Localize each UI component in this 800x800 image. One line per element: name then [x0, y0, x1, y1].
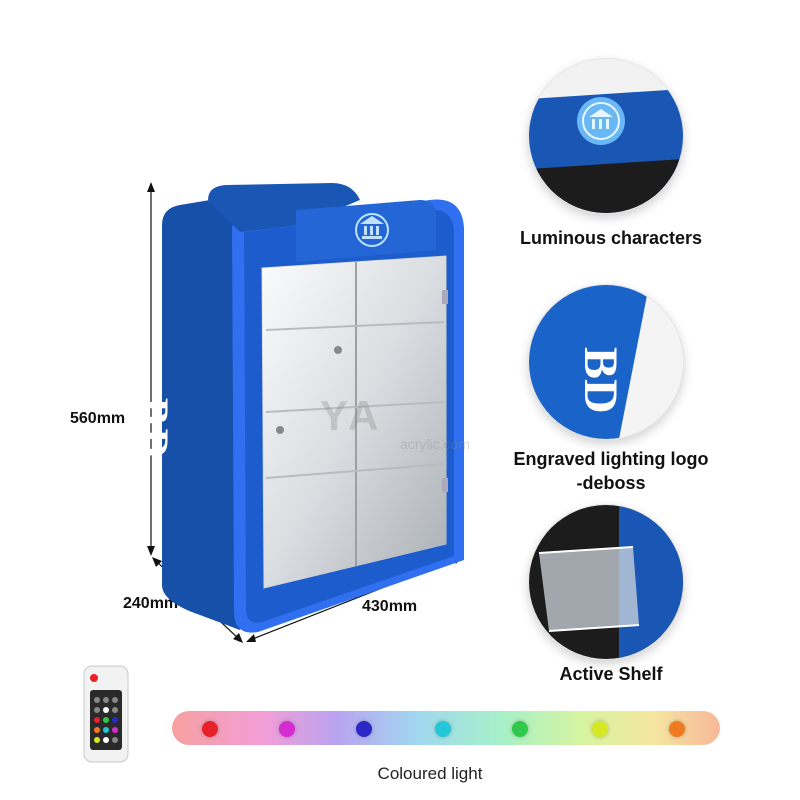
- light-dot-green: [512, 721, 528, 737]
- watermark-sub: acrylic.com: [400, 436, 471, 452]
- light-dot-cyan: [435, 721, 451, 737]
- light-dot-blue: [356, 721, 372, 737]
- engraved-logo-photo: BD: [528, 284, 684, 440]
- depth-label: 240mm: [123, 595, 179, 612]
- bank-logo-icon: [355, 213, 389, 247]
- light-dot-yellow: [592, 721, 608, 737]
- light-dot-orange: [669, 721, 685, 737]
- height-label: 560mm: [70, 410, 126, 427]
- light-dot-magenta: [279, 721, 295, 737]
- cabinet-side-text: BD: [132, 398, 177, 462]
- luminous-characters-photo: [528, 58, 684, 214]
- feature-label-luminous: Luminous characters: [519, 228, 703, 248]
- light-dot-red: [202, 721, 218, 737]
- feature-label-engraved-line1: Engraved lighting logo: [513, 449, 709, 469]
- feature-label-active-shelf: Active Shelf: [559, 664, 663, 684]
- feature-label-engraved-line2: -deboss: [576, 473, 646, 493]
- colour-light-bar: [172, 711, 720, 745]
- remote-control-icon: [83, 665, 129, 763]
- watermark: YA: [320, 392, 383, 439]
- width-label: 430mm: [362, 598, 418, 615]
- active-shelf-photo: [528, 504, 684, 660]
- svg-text:BD: BD: [574, 347, 627, 414]
- feature-label-engraved: Engraved lighting logo -deboss: [491, 447, 731, 495]
- coloured-light-caption: Coloured light: [377, 764, 483, 783]
